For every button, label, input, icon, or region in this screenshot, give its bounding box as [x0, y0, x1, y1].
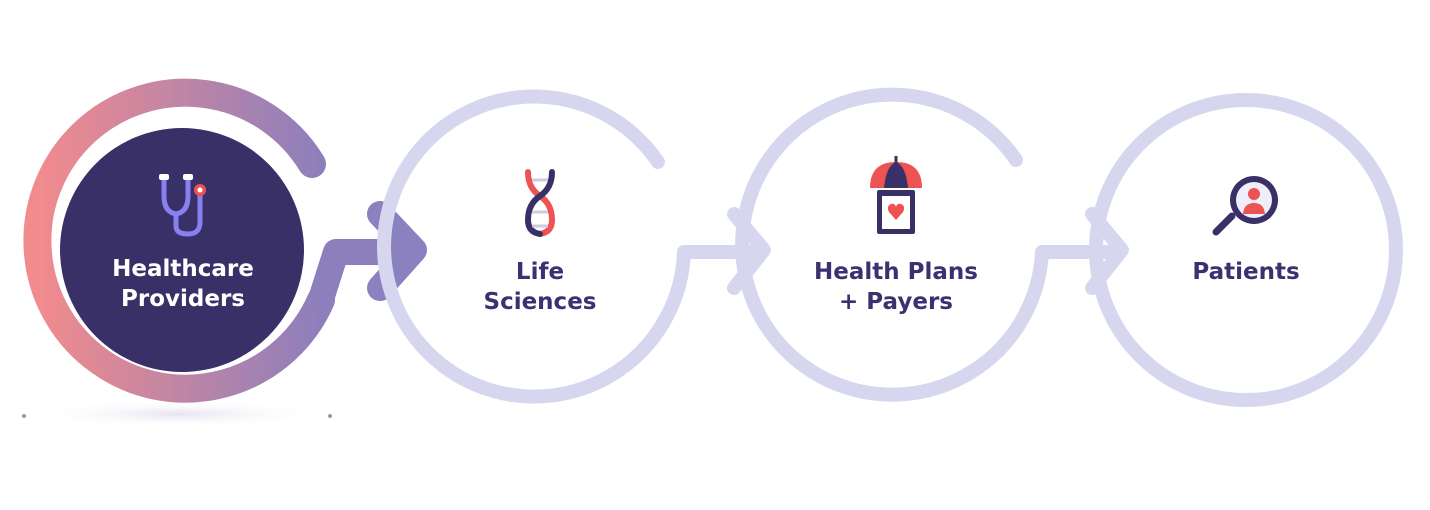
step-patients: Patients	[1089, 93, 1403, 407]
step-ring	[1089, 93, 1403, 407]
step-ring	[735, 87, 1049, 402]
active-step-shadow	[28, 400, 328, 428]
decor-dot-left	[22, 414, 26, 418]
step-label-line1: Life	[516, 259, 564, 285]
stethoscope-icon	[159, 174, 206, 237]
step-label-line2: Sciences	[484, 289, 597, 315]
step-label-line2: Providers	[121, 286, 245, 312]
step-life-sciences: Life Sciences	[377, 89, 771, 404]
step-label-line1: Patients	[1192, 259, 1299, 285]
step-label-line1: Healthcare	[112, 256, 254, 282]
step-label-line1: Health Plans	[814, 259, 978, 285]
umbrella-clipboard-icon	[870, 156, 922, 234]
active-step-ring	[23, 78, 335, 403]
decor-dot-right	[328, 414, 332, 418]
active-step-circle	[60, 128, 304, 372]
step-ring	[377, 89, 691, 404]
step-healthcare-providers: Healthcare Providers	[23, 78, 427, 403]
step-label-line2: + Payers	[839, 289, 953, 315]
step-health-plans-payers: Health Plans + Payers	[735, 87, 1129, 402]
dna-icon	[524, 169, 556, 237]
magnifier-patient-icon	[1212, 176, 1278, 236]
